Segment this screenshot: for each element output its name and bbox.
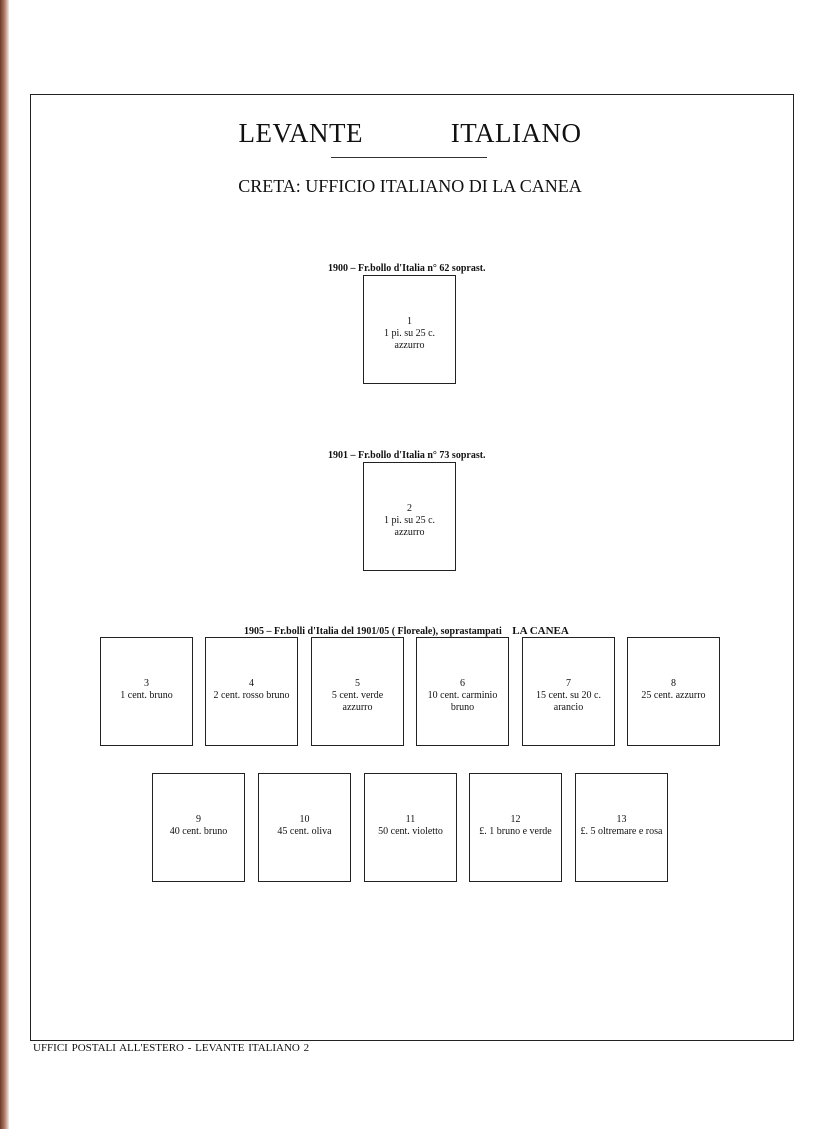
stamp-number: 10 — [299, 814, 310, 825]
stamp-description: 40 cent. bruno — [169, 826, 228, 837]
stamp-number: 8 — [671, 678, 676, 689]
title-underline — [331, 157, 487, 158]
stamp-description: 45 cent. oliva — [277, 826, 332, 837]
stamp-number: 5 — [355, 678, 360, 689]
stamp-number: 11 — [405, 814, 416, 825]
section-caption-1901: 1901 – Fr.bollo d'Italia n° 73 soprast. — [328, 450, 486, 461]
stamp-number: 2 — [407, 503, 412, 514]
stamp-number: 4 — [249, 678, 254, 689]
stamp-description: £. 1 bruno e verde — [479, 826, 552, 837]
stamp-number: 3 — [144, 678, 149, 689]
scan-edge — [0, 0, 9, 1129]
section-caption-1905: 1905 – Fr.bolli d'Italia del 1901/05 ( F… — [244, 625, 569, 637]
stamp-number: 9 — [196, 814, 201, 825]
stamp-description: 50 cent. violetto — [378, 826, 443, 837]
stamp-description: 15 cent. su 20 c. arancio — [536, 690, 601, 713]
stamp-box-12: 12£. 1 bruno e verde — [469, 773, 562, 882]
stamp-description: 1 cent. bruno — [120, 690, 173, 701]
stamp-number: 6 — [460, 678, 465, 689]
stamp-description: 5 cent. verde azzurro — [331, 690, 384, 713]
stamp-description: £. 5 oltremare e rosa — [580, 826, 663, 837]
section-caption-1900: 1900 – Fr.bollo d'Italia n° 62 soprast. — [328, 263, 486, 274]
stamp-description: 10 cent. carminio bruno — [427, 690, 498, 713]
caption-text: 1905 – Fr.bolli d'Italia del 1901/05 ( F… — [244, 626, 502, 637]
stamp-description: 1 pi. su 25 c. azzurro — [383, 515, 436, 538]
page-frame — [30, 94, 794, 1041]
stamp-number: 13 — [616, 814, 627, 825]
stamp-description: 1 pi. su 25 c. azzurro — [383, 328, 436, 351]
page-subtitle: CRETA: UFFICIO ITALIANO DI LA CANEA — [238, 176, 582, 196]
page-title: LEVANTE ITALIANO — [238, 118, 582, 148]
page-footer: UFFICI POSTALI ALL'ESTERO - LEVANTE ITAL… — [33, 1042, 310, 1054]
overprint-text: LA CANEA — [512, 625, 569, 637]
stamp-description: 2 cent. rosso bruno — [213, 690, 290, 701]
stamp-number: 12 — [510, 814, 521, 825]
stamp-number: 1 — [407, 316, 412, 327]
stamp-number: 7 — [566, 678, 571, 689]
stamp-box-13: 13£. 5 oltremare e rosa — [575, 773, 668, 882]
stamp-description: 25 cent. azzurro — [641, 690, 706, 701]
